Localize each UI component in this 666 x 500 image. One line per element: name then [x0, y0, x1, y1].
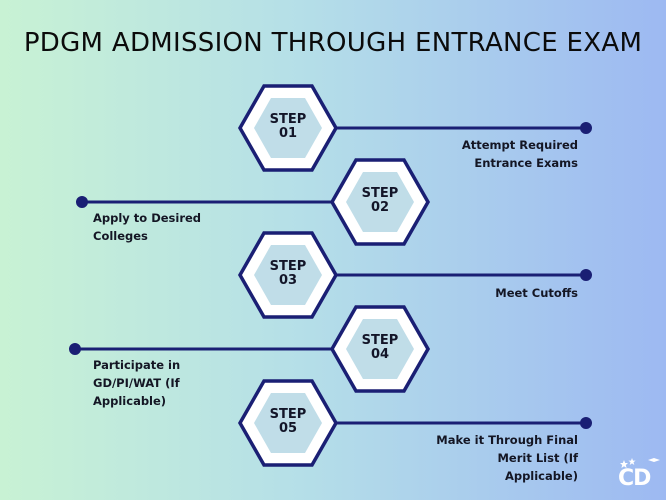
step-4-description: Participate in GD/PI/WAT (If Applicable) — [93, 356, 180, 410]
step-label-4-word: STEP — [361, 333, 399, 348]
step-5-description-line: Merit List (If — [497, 451, 578, 465]
hexagon-step-5 — [237, 379, 339, 467]
step-1-description: Attempt Required Entrance Exams — [462, 136, 578, 172]
connector-dot-step-1 — [580, 122, 592, 134]
step-label-1: STEP 01 — [258, 113, 318, 141]
connector-dot-step-4 — [69, 343, 81, 355]
connector-dot-step-2 — [76, 196, 88, 208]
step-2-description: Apply to Desired Colleges — [93, 209, 201, 245]
step-4-description-line: Applicable) — [93, 394, 167, 408]
step-5-description: Make it Through Final Merit List (If App… — [436, 431, 578, 485]
step-label-5-word: STEP — [269, 407, 307, 422]
hexagon-step-2 — [329, 158, 431, 246]
step-label-2: STEP 02 — [350, 187, 410, 215]
step-label-3-word: STEP — [269, 259, 307, 274]
step-label-4: STEP 04 — [350, 334, 410, 362]
step-label-5: STEP 05 — [258, 408, 318, 436]
step-5-description-line: Make it Through Final — [436, 433, 578, 447]
connector-dot-step-3 — [580, 269, 592, 281]
step-label-2-number: 02 — [370, 200, 390, 215]
logo-stars-icon — [620, 458, 660, 468]
step-label-3: STEP 03 — [258, 260, 318, 288]
step-label-1-number: 01 — [278, 126, 298, 141]
step-4-description-line: GD/PI/WAT (If — [93, 376, 180, 390]
hexagon-step-4 — [329, 305, 431, 393]
step-3-description-line: Meet Cutoffs — [495, 286, 578, 300]
step-3-description: Meet Cutoffs — [495, 284, 578, 302]
step-4-description-line: Participate in — [93, 358, 181, 372]
step-2-description-line: Colleges — [93, 229, 148, 243]
hexagon-step-3 — [237, 231, 339, 319]
collegedunia-logo: CD — [618, 458, 662, 494]
step-label-5-number: 05 — [278, 421, 298, 436]
page-title: PDGM ADMISSION THROUGH ENTRANCE EXAM — [23, 28, 643, 58]
step-1-description-line: Entrance Exams — [474, 156, 578, 170]
logo-text: CD — [618, 466, 651, 491]
step-label-1-word: STEP — [269, 112, 307, 127]
step-label-3-number: 03 — [278, 273, 298, 288]
step-label-2-word: STEP — [361, 186, 399, 201]
connector-dot-step-5 — [580, 417, 592, 429]
step-2-description-line: Apply to Desired — [93, 211, 202, 225]
step-1-description-line: Attempt Required — [461, 138, 578, 152]
hexagon-step-1 — [237, 84, 339, 172]
step-5-description-line: Applicable) — [504, 469, 578, 483]
step-label-4-number: 04 — [370, 347, 390, 362]
